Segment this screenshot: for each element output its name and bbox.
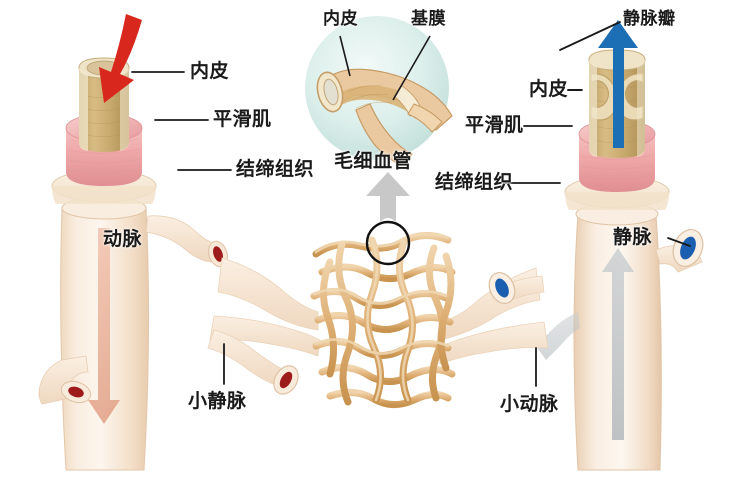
label-venous-valve: 静脉瓣 <box>623 9 676 29</box>
capillary-inset <box>305 16 453 167</box>
artery-flow-arrow <box>99 14 142 103</box>
label-venule: 小静脉 <box>188 390 247 412</box>
label-left-endothelium: 内皮 <box>190 60 230 82</box>
label-right-smooth-muscle: 平滑肌 <box>465 114 524 136</box>
leader-capillary-endothelium <box>339 35 351 77</box>
label-capillary-title: 毛细血管 <box>334 150 413 172</box>
vein-group <box>536 20 704 471</box>
label-left-smooth-muscle: 平滑肌 <box>213 108 272 130</box>
capillary-network <box>207 172 549 408</box>
label-left-connective-tissue: 结缔组织 <box>236 158 315 180</box>
label-arteriole: 小动脉 <box>500 393 559 415</box>
label-vein-trunk: 静脉 <box>613 226 653 248</box>
label-capillary-basement-membrane: 基膜 <box>411 9 446 29</box>
label-right-endothelium: 内皮 <box>529 78 569 100</box>
leader-capillary-basement-membrane <box>392 35 431 101</box>
vein-flow-arrow <box>598 20 638 148</box>
label-right-connective-tissue: 结缔组织 <box>435 171 514 193</box>
zoom-marker-circle <box>365 220 411 266</box>
label-capillary-endothelium: 内皮 <box>323 9 358 29</box>
label-artery-trunk: 动脉 <box>103 228 143 250</box>
inset-pointer-arrow <box>366 172 410 222</box>
